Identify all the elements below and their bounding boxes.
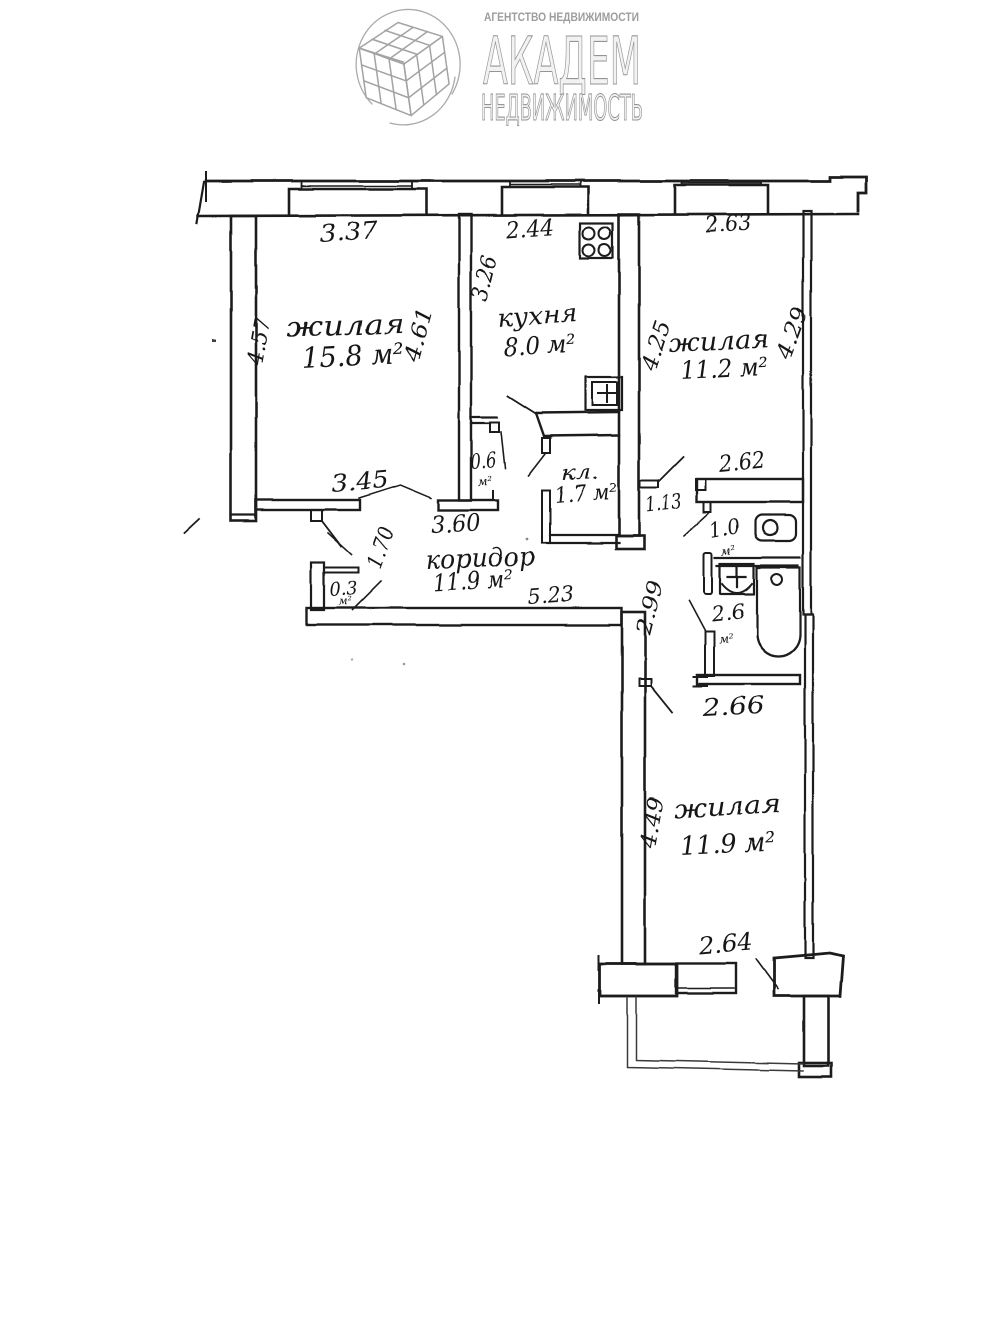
wc-walls <box>682 501 802 568</box>
dim-living1-top: 3.37 <box>318 216 379 248</box>
bathroom-unit: м² <box>718 631 734 646</box>
agency-logo: АГЕНТСТВО НЕДВИЖИМОСТИ АКАДЕМ НЕДВИЖИМОС… <box>355 8 644 130</box>
kitchen-bottom-wall <box>506 394 621 438</box>
agency-line: АГЕНТСТВО НЕДВИЖИМОСТИ <box>484 10 639 24</box>
living2-door-leaf <box>657 455 685 483</box>
wall-kitchen-living2 <box>614 212 646 551</box>
pantry-value: 0.6 <box>470 448 498 474</box>
pantry-unit: м² <box>477 473 493 488</box>
wc-value: 1.0 <box>708 514 742 543</box>
balcony-outline <box>626 996 804 1072</box>
wc-door-leaf <box>682 511 711 538</box>
wc-bath-separator <box>713 556 802 568</box>
living3-door-leaf <box>649 684 674 714</box>
dim-corridor-bottom: 5.23 <box>527 582 575 609</box>
kitchen-door-leaf <box>506 394 537 415</box>
storeroom-walls <box>526 437 621 545</box>
dim-living2-top: 2.63 <box>704 210 753 239</box>
dim-passage-height: 2.99 <box>631 577 668 638</box>
living1-label: жилая <box>286 307 405 344</box>
corridor-area: 11.9 м² <box>433 565 513 597</box>
kitchen-sink-icon <box>583 375 624 412</box>
dim-corridor-top: 3.60 <box>430 508 481 539</box>
dimension-labels: 3.37 2.44 2.63 4.57 4.61 3.26 4.25 4.29 … <box>243 210 814 960</box>
window-bay-living3 <box>674 961 738 995</box>
pantry-door-leaf <box>500 431 506 470</box>
corner-block <box>772 951 845 998</box>
storeroom-area: 1.7 м² <box>554 480 619 509</box>
floorplan-drawing: жилая 15.8 м² кухня 8.0 м² жилая 11.2 м²… <box>182 171 868 1079</box>
dim-living1-left: 4.57 <box>243 315 276 368</box>
dim-niche-side: 1.70 <box>362 523 399 572</box>
living2-label: жилая <box>668 324 770 358</box>
scan-specks <box>212 339 764 840</box>
brand-subtitle: НЕДВИЖИМОСТЬ <box>481 88 643 129</box>
corridor-label: коридор <box>425 542 535 576</box>
room-labels: жилая 15.8 м² кухня 8.0 м² жилая 11.2 м²… <box>286 298 781 862</box>
dim-kitchen-top: 2.44 <box>505 215 556 244</box>
wc-unit: м² <box>720 543 737 559</box>
right-exterior-wall <box>801 209 815 960</box>
bathroom-walls <box>687 552 802 687</box>
kitchen-label: кухня <box>496 298 578 333</box>
toilet-icon <box>753 513 798 543</box>
living2-area: 11.2 м² <box>680 351 769 385</box>
dim-kitchen-left: 3.26 <box>468 253 503 304</box>
dim-living3-left: 4.49 <box>636 795 670 851</box>
dim-living3-bottom: 2.64 <box>696 927 754 960</box>
window-bay-living1 <box>287 180 429 216</box>
corridor-bottom-wall <box>305 531 624 627</box>
storeroom-door-leaf <box>526 452 547 478</box>
window-bay-kitchen <box>500 180 590 216</box>
top-exterior-wall <box>195 171 868 225</box>
storeroom-label: кл. <box>560 460 599 485</box>
living1-area: 15.8 м² <box>301 337 406 375</box>
bathtub-icon <box>755 566 802 658</box>
stove-icon <box>578 221 615 260</box>
window-bay-living2 <box>673 180 770 216</box>
living3-bottom <box>598 951 845 1079</box>
dim-living3-top: 2.66 <box>701 691 766 722</box>
living2-bottom-wall <box>639 455 805 504</box>
niche-unit: м² <box>338 594 352 608</box>
washbasin-icon <box>718 562 756 596</box>
dim-living1-right: 4.61 <box>400 305 439 366</box>
left-exterior-wall <box>182 214 258 535</box>
bathroom-door-leaf <box>687 599 707 633</box>
dim-living2-right: 4.29 <box>772 304 814 363</box>
dim-wc-top: 2.62 <box>717 447 766 478</box>
wall-corridor-living3 <box>620 610 647 966</box>
pantry-walls <box>469 415 506 501</box>
brand-title: АКАДЕМ <box>483 23 641 100</box>
living3-area: 11.9 м² <box>679 827 776 862</box>
entry-door-leaf-b <box>350 579 383 612</box>
cube-logo-icon <box>355 8 461 126</box>
dim-passage-width: 1.13 <box>644 489 683 517</box>
entry-door-leaf-a <box>326 531 353 556</box>
living1-bottom-wall <box>254 484 500 548</box>
bathroom-value: 2.6 <box>709 600 746 628</box>
kitchen-area: 8.0 м² <box>503 329 576 362</box>
niche-value: 0.3 <box>329 578 358 601</box>
dim-leader-345 <box>358 484 432 499</box>
dim-living1-bottom: 3.45 <box>330 465 389 498</box>
living3-label: жилая <box>673 789 781 825</box>
